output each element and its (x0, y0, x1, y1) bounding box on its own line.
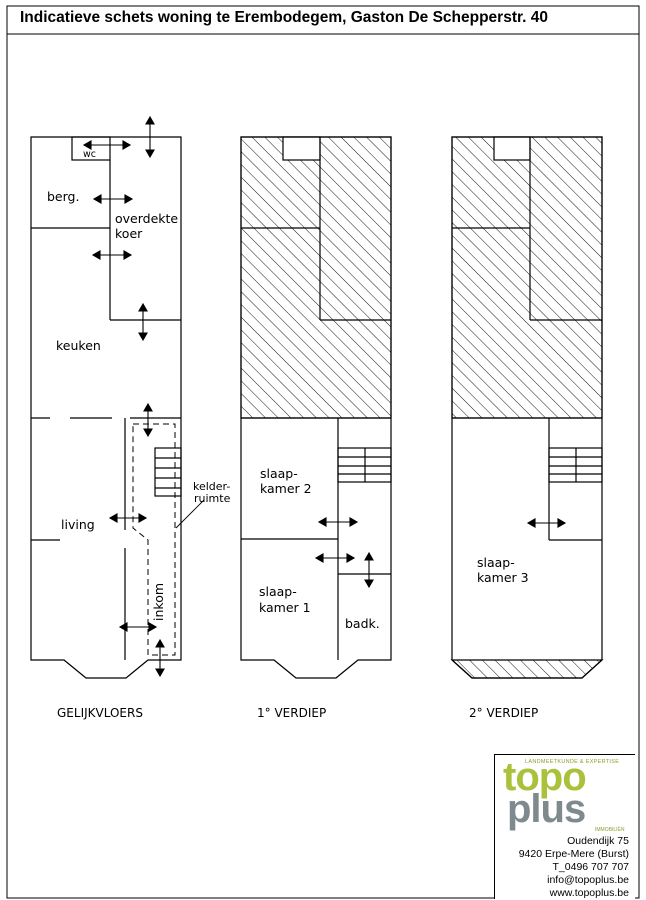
arrow-slaapkamer3 (526, 518, 567, 528)
arrow-living (108, 513, 148, 523)
label-living: living (61, 517, 95, 532)
label-slaapkamer3-2: kamer 3 (477, 570, 529, 585)
label-inkom: inkom (151, 583, 166, 621)
arrow-slaapkamer1 (314, 553, 356, 563)
arrow-hall (143, 402, 153, 438)
label-overdekte-2: koer (115, 226, 143, 241)
label-kelder-1: kelder- (193, 480, 230, 493)
contact-website-link[interactable]: www.topoplus.be (549, 887, 629, 899)
logo-tagline: LANDMEETKUNDE & EXPERTISE (525, 759, 620, 765)
room-labels: wc berg. overdekte koer keuken living in… (47, 149, 529, 631)
ground-floor-plan (30, 136, 205, 679)
arrow-front-door (155, 638, 165, 678)
label-overdekte-1: overdekte (115, 211, 178, 226)
arrow-slaapkamer2 (317, 517, 359, 527)
arrow-koer (91, 250, 133, 260)
contact-email-link[interactable]: info@topoplus.be (547, 874, 629, 886)
first-floor-plan (240, 136, 392, 679)
ground-floor-outline (30, 136, 182, 679)
floor-captions: GELIJKVLOERS 1° VERDIEP 2° VERDIEP (57, 706, 538, 720)
arrow-badk (364, 551, 374, 589)
label-berg: berg. (47, 189, 79, 204)
arrow-garden (145, 115, 155, 159)
caption-ground-floor: GELIJKVLOERS (57, 706, 143, 720)
page-border (6, 5, 640, 899)
door-arrows (82, 115, 567, 678)
label-badk: badk. (345, 616, 380, 631)
arrow-berg (92, 194, 134, 204)
second-floor-hatched-area (451, 136, 603, 419)
arrow-inkom (118, 622, 158, 632)
label-slaapkamer2-1: slaap- (260, 466, 298, 481)
arrow-keuken (138, 302, 148, 342)
contact-phone: T_0496 707 707 (552, 861, 629, 873)
caption-first-floor: 1° VERDIEP (257, 706, 326, 720)
label-kelder-2: ruimte (194, 492, 231, 505)
logo-subtitle: IMMOBILIËN (595, 827, 625, 833)
logo-word-plus: plus (507, 787, 586, 831)
label-slaapkamer3-1: slaap- (477, 555, 515, 570)
label-wc: wc (83, 149, 96, 160)
second-floor-plan (450, 136, 604, 679)
label-slaapkamer1-2: kamer 1 (259, 600, 311, 615)
arrow-wc (82, 140, 132, 150)
label-slaapkamer1-1: slaap- (259, 584, 297, 599)
contact-street: Oudendijk 75 (567, 835, 629, 847)
label-keuken: keuken (56, 338, 101, 353)
label-slaapkamer2-2: kamer 2 (260, 481, 312, 496)
contact-city: 9420 Erpe-Mere (Burst) (518, 848, 629, 860)
first-floor-hatched-area (240, 136, 392, 419)
topoplus-logo-box: LANDMEETKUNDE & EXPERTISE topo plus IMMO… (494, 754, 635, 899)
page-title: Indicatieve schets woning te Erembodegem… (20, 9, 549, 26)
topoplus-logo: LANDMEETKUNDE & EXPERTISE topo plus IMMO… (495, 755, 635, 835)
caption-second-floor: 2° VERDIEP (469, 706, 538, 720)
logo-word-topo: topo (503, 755, 587, 799)
